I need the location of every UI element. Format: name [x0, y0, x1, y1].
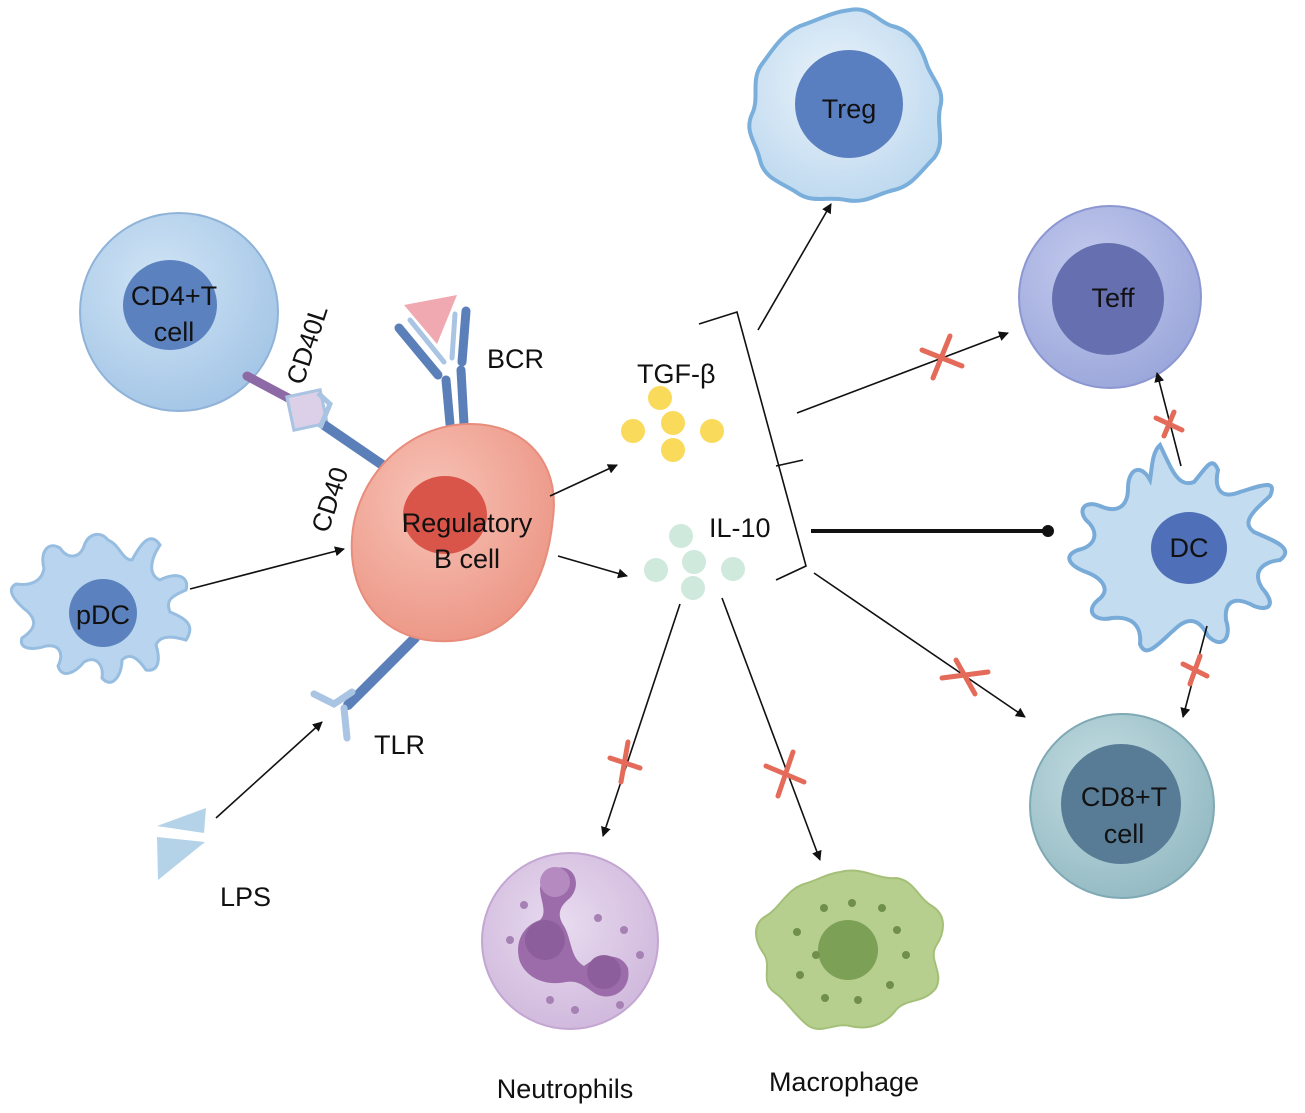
macrophage-nucleus	[818, 920, 878, 980]
il10-label: IL-10	[709, 513, 771, 543]
cd4-label-line1: CD4+T	[131, 281, 217, 311]
cross-macrophage	[763, 749, 807, 799]
teff-nucleus	[1052, 243, 1164, 355]
bcr-label: BCR	[487, 344, 544, 374]
pdc-cell: pDC	[9, 532, 192, 684]
neutrophils-label: Neutrophils	[497, 1074, 634, 1104]
arrow-lps-to-tlr	[215, 721, 323, 819]
cd8-label-line1: CD8+T	[1081, 782, 1167, 812]
dendritic-cell: DC	[1067, 441, 1288, 653]
cd4-nucleus	[123, 260, 217, 350]
cross-dc-teff	[1153, 409, 1185, 439]
pdc-nucleus	[69, 579, 137, 647]
bcr-receptor: BCR	[394, 295, 544, 429]
dc-label: DC	[1170, 533, 1209, 563]
arrow-breg-to-il10	[557, 555, 628, 579]
treg-cell: Treg	[747, 7, 944, 203]
tgf-beta-cytokines: TGF-β	[621, 359, 724, 462]
lps-icon	[157, 808, 206, 833]
breg-label-line1: Regulatory	[402, 508, 533, 538]
cd40-cd40l-complex: CD40L CD40	[242, 302, 389, 536]
breg-label-line2: B cell	[434, 544, 500, 574]
treg-nucleus	[795, 50, 903, 158]
treg-label: Treg	[822, 94, 877, 124]
breg-nucleus	[403, 476, 487, 554]
arrow-breg-to-tgfb	[549, 464, 618, 497]
neutrophil-cell: Neutrophils	[481, 852, 659, 1104]
teff-label: Teff	[1091, 283, 1135, 313]
cd8-t-cell: CD8+T cell	[1029, 713, 1215, 899]
inhibition-crosses	[607, 333, 1210, 799]
dc-nucleus	[1151, 512, 1227, 584]
cd40l-label: CD40L	[280, 302, 334, 388]
tlr-receptor: TLR	[310, 633, 425, 760]
macrophage-label: Macrophage	[769, 1067, 919, 1097]
regulatory-b-cell: Regulatory B cell	[350, 422, 555, 643]
arrow-to-treg	[757, 203, 832, 331]
cross-dc-cd8	[1180, 653, 1210, 687]
cd8-nucleus	[1061, 744, 1181, 864]
arrow-to-macrophage	[721, 597, 822, 861]
cd4-label-line2: cell	[154, 317, 195, 347]
arrow-to-cd8	[813, 572, 1026, 718]
cd8-label-line2: cell	[1104, 819, 1145, 849]
cd4-t-cell: CD4+T cell	[79, 212, 279, 412]
macrophage-cell: Macrophage	[755, 869, 944, 1097]
arrow-to-neutrophil	[601, 603, 681, 837]
cross-teff	[919, 333, 965, 381]
cytokine-bracket	[698, 310, 807, 581]
cross-neutrophil	[607, 739, 643, 785]
arrow-to-teff	[796, 331, 1009, 414]
cd40-label: CD40	[305, 463, 354, 536]
tlr-label: TLR	[374, 730, 425, 760]
lps-molecule: LPS	[157, 808, 271, 912]
teff-cell: Teff	[1018, 205, 1202, 389]
pdc-label: pDC	[76, 600, 130, 630]
arrows	[189, 203, 1208, 861]
lps-label: LPS	[220, 882, 271, 912]
il-10-cytokines: IL-10	[644, 513, 771, 600]
tgfb-label: TGF-β	[637, 359, 716, 389]
arrow-pdc-to-breg	[189, 546, 345, 590]
cross-cd8	[939, 657, 991, 697]
